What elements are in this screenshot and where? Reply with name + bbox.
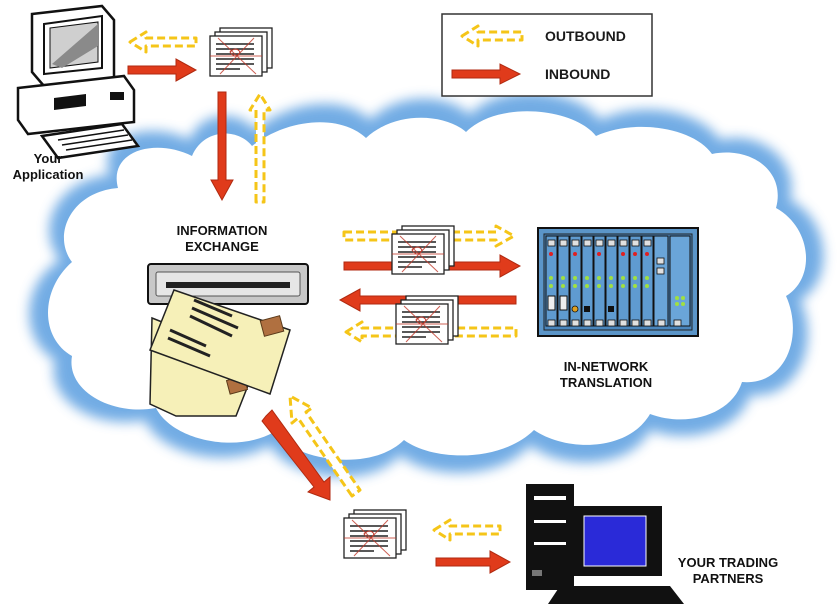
document-stack-icon bbox=[209, 27, 273, 77]
document-stack-icon bbox=[395, 295, 459, 345]
exchange-label-line1: INFORMATION bbox=[177, 223, 268, 238]
computer-icon bbox=[16, 4, 141, 160]
application-label-line1: Your bbox=[34, 151, 63, 166]
app-inbound-arrow bbox=[127, 58, 198, 82]
server-rack-icon bbox=[537, 227, 699, 337]
exchange-label-line2: EXCHANGE bbox=[185, 239, 259, 254]
legend-outbound-arrow bbox=[460, 24, 524, 48]
translation-label-line2: TRANSLATION bbox=[560, 375, 652, 390]
translation-label-line1: IN-NETWORK bbox=[564, 359, 649, 374]
partners-label-line1: YOUR TRADING bbox=[678, 555, 778, 570]
workstation-icon bbox=[526, 484, 684, 604]
document-stack-icon bbox=[391, 225, 455, 275]
exchange-inbound-arrow bbox=[210, 91, 234, 202]
partners-inbound-arrow bbox=[261, 409, 331, 501]
partners-label-line2: PARTNERS bbox=[693, 571, 764, 586]
partners-outbound-arrow bbox=[288, 394, 362, 498]
envelope-icon bbox=[149, 289, 291, 417]
legend-inbound-arrow bbox=[451, 63, 522, 85]
legend-inbound-label: INBOUND bbox=[545, 66, 610, 82]
legend: OUTBOUND INBOUND bbox=[441, 13, 653, 97]
mail-slot-icon bbox=[147, 263, 309, 305]
application-label-line2: Application bbox=[13, 167, 84, 182]
legend-outbound-label: OUTBOUND bbox=[545, 28, 626, 44]
exchange-outbound-arrow bbox=[248, 92, 272, 204]
app-outbound-arrow bbox=[128, 30, 198, 54]
partner-outbound-arrow bbox=[432, 518, 502, 542]
partner-inbound-arrow bbox=[435, 550, 512, 574]
document-stack-icon bbox=[343, 509, 407, 559]
